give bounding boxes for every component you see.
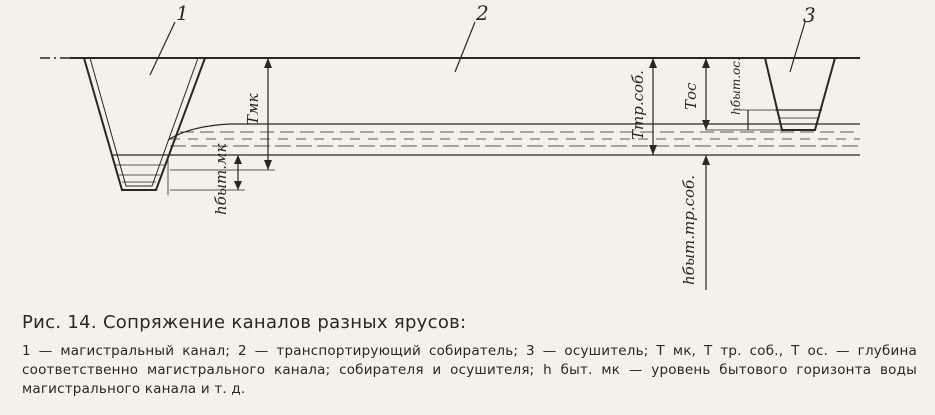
leader-2: [454, 21, 476, 73]
canal-diagram: 1 2 3 Тмк hбыт.мк Ттр.соб. Тос hбыт.ос. …: [40, 1, 860, 290]
drain-outline: [764, 57, 836, 131]
label-3: 3: [803, 3, 816, 27]
label-2: 2: [475, 1, 489, 25]
caption-body: 1 — магистральный канал; 2 — транспортир…: [22, 343, 917, 397]
label-h-byt-tr-sob: hбыт.тр.соб.: [680, 175, 698, 285]
label-h-byt-mk: hбыт.мк: [212, 144, 230, 215]
label-t-tr-sob: Ттр.соб.: [629, 70, 647, 140]
label-h-byt-os: hбыт.ос.: [729, 57, 743, 115]
canal-figure: 1 2 3 Тмк hбыт.мк Ттр.соб. Тос hбыт.ос. …: [40, 1, 860, 290]
label-1: 1: [176, 1, 189, 25]
main-canal-inner: [89, 57, 199, 187]
label-t-os: Тос: [682, 82, 700, 110]
figure-caption: Рис. 14. Сопряжение каналов разных ярусо…: [22, 312, 917, 399]
caption-title: Рис. 14. Сопряжение каналов разных ярусо…: [22, 312, 467, 333]
leader-1: [149, 21, 176, 76]
label-t-mk: Тмк: [244, 94, 262, 125]
main-canal-outline: [83, 57, 206, 191]
collector-water-top: [167, 123, 860, 141]
leader-3: [789, 21, 806, 73]
